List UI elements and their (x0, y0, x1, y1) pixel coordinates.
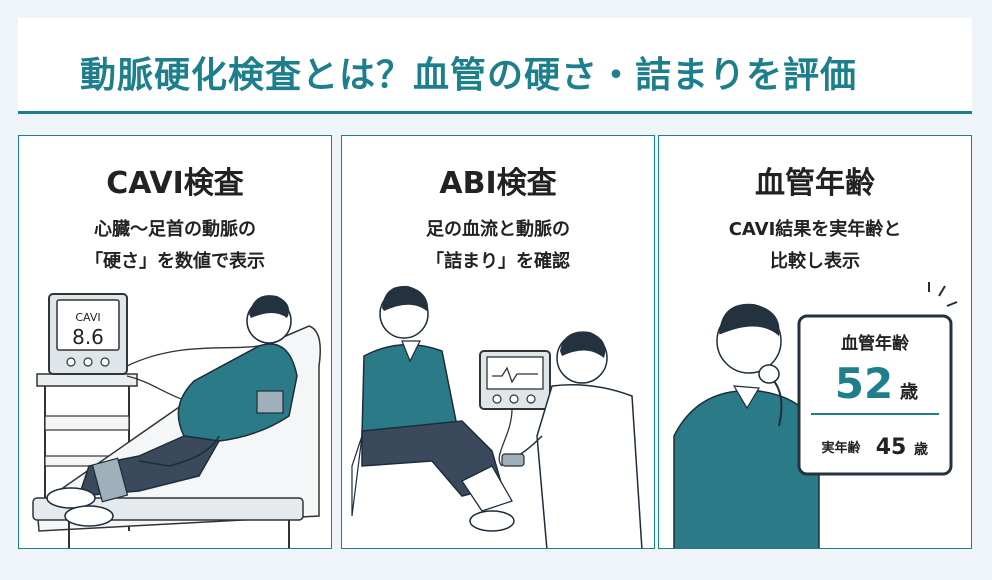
actual-age-label: 実年齢 (821, 440, 861, 456)
abi-illustration (351, 285, 643, 548)
monitor-knob (66, 357, 76, 367)
panel-abi-title: ABI検査 (439, 166, 557, 201)
panel-cavi-description: 心臓〜足首の動脈の 「硬さ」を数値で表示 (19, 214, 331, 278)
device-knob (526, 394, 536, 404)
waveform (492, 366, 538, 384)
doppler-probe (501, 453, 525, 467)
actual-age-value: 45 (876, 435, 907, 460)
vascular-age-card: 血管年齢 52 歳 実年齢 45 歳 (797, 314, 953, 476)
panel-cavi-title: CAVI検査 (106, 166, 244, 201)
actual-age-unit: 歳 (914, 441, 928, 458)
panel-vascular-age-desc-line2: 比較し表示 (770, 251, 860, 272)
panel-abi: ABI検査 足の血流と動脈の 「詰まり」を確認 (341, 135, 655, 549)
card-unit: 歳 (900, 382, 918, 403)
cavi-illustration: CAVI 8.6 (32, 293, 321, 548)
panel-cavi-desc-line1: 心臓〜足首の動脈の (94, 219, 256, 240)
title-bar: 動脈硬化検査とは？血管の硬さ・詰まりを評価 (18, 18, 972, 114)
device-knob (509, 394, 519, 404)
monitor-value: 8.6 (72, 325, 104, 349)
panel-vascular-age: 血管年齢 CAVI結果を実年齢と 比較し表示 血管年齢 52 歳 実年齢 45 … (658, 135, 972, 549)
card-label: 血管年齢 (841, 333, 910, 354)
card-value: 52 (835, 359, 893, 408)
cavi-monitor: CAVI 8.6 (48, 293, 128, 375)
panel-abi-desc-line1: 足の血流と動脈の (426, 219, 570, 240)
abi-device (479, 350, 551, 467)
person-hand (758, 364, 780, 384)
panel-vascular-age-title: 血管年齢 (755, 166, 875, 201)
thinking-person (673, 303, 820, 548)
doctor (501, 331, 643, 548)
panel-vascular-age-desc-line1: CAVI結果を実年齢と (728, 219, 902, 240)
page-title: 動脈硬化検査とは？血管の硬さ・詰まりを評価 (80, 55, 858, 96)
vascular-age-illustration: 血管年齢 52 歳 実年齢 45 歳 (673, 282, 958, 548)
monitor-label: CAVI (75, 311, 100, 324)
patient-sitting (351, 285, 515, 532)
monitor-knob (83, 357, 93, 367)
device-knob (492, 394, 502, 404)
patient-reclining (46, 295, 298, 527)
panel-vascular-age-description: CAVI結果を実年齢と 比較し表示 (659, 214, 971, 278)
panel-abi-description: 足の血流と動脈の 「詰まり」を確認 (342, 214, 654, 278)
monitor-knob (100, 357, 110, 367)
panel-abi-desc-line2: 「詰まり」を確認 (426, 251, 570, 272)
panel-cavi-desc-line2: 「硬さ」を数値で表示 (85, 251, 265, 272)
panel-cavi: CAVI検査 心臓〜足首の動脈の 「硬さ」を数値で表示 CAVI 8.6 (18, 135, 332, 549)
